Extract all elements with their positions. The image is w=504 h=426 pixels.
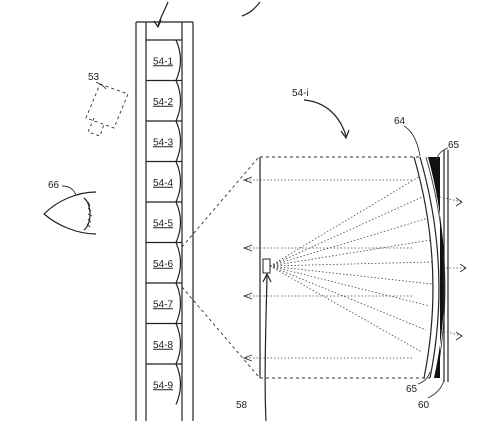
eye-lower-lid [43, 213, 97, 235]
label-54i: 54-i [292, 88, 309, 99]
leader-58 [264, 275, 268, 422]
eye-upper-lid [43, 191, 97, 215]
dark-layer-65 [428, 157, 445, 378]
ray [269, 265, 432, 285]
label-60: 60 [418, 400, 430, 411]
cell-lens-edge [175, 282, 182, 324]
output-arrowhead-left [242, 176, 253, 184]
ray [269, 265, 427, 331]
enlarged-cell-view: 54-i 64 65 65 60 58 [236, 88, 467, 422]
label-66: 66 [48, 180, 60, 191]
lens-64-curve-a [413, 156, 434, 379]
cell-label: 54-5 [153, 218, 173, 229]
ray [269, 261, 432, 267]
cell-lens-edge [175, 120, 182, 162]
label-64: 64 [394, 116, 406, 127]
leader-65-top [435, 147, 449, 161]
stack-cells: 54-1 54-2 54-3 54-4 54-5 54-6 54-7 54-8 54-9 [146, 39, 182, 405]
label-65-top: 65 [448, 140, 460, 151]
cell-lens-edge [175, 80, 182, 122]
output-ray-right [435, 195, 463, 203]
component-53-tab [87, 117, 105, 137]
ray [269, 175, 421, 267]
cell-lens-edge [175, 161, 182, 203]
cell-label: 54-1 [153, 56, 173, 67]
leader-66 [61, 185, 77, 196]
ray [269, 265, 422, 353]
ray [269, 195, 425, 267]
lens-64-curve-b [419, 156, 440, 379]
output-arrowhead-left [242, 354, 253, 362]
ray [269, 217, 429, 267]
label-65-bottom: 65 [406, 384, 418, 395]
component-53-outline [85, 83, 129, 129]
cell-label: 54-9 [153, 380, 173, 391]
label-58: 58 [236, 400, 248, 411]
cell-label: 54-7 [153, 299, 173, 310]
eye-iris [83, 197, 91, 231]
leader-top-left [157, 1, 169, 27]
cell-label: 54-4 [153, 178, 173, 189]
arrowhead-top-left [153, 19, 162, 29]
component-53: 53 [85, 72, 129, 137]
output-arrowhead-left [242, 244, 253, 252]
output-arrowhead-right [459, 263, 467, 273]
ray [269, 265, 430, 307]
projection-line-bottom [181, 286, 259, 377]
leader-top-right [241, 1, 261, 17]
cell-label: 54-3 [153, 137, 173, 148]
leader-54i [303, 99, 347, 137]
output-arrows [242, 176, 467, 362]
cell-lens-edge [175, 39, 182, 81]
leader-64 [403, 125, 421, 157]
output-arrowhead-left [242, 292, 253, 300]
cell-label: 54-6 [153, 259, 173, 270]
output-arrowhead-right [455, 197, 463, 207]
label-53: 53 [88, 72, 100, 83]
eye-66: 66 [43, 180, 97, 235]
cell-label: 54-8 [153, 340, 173, 351]
output-ray-right [439, 329, 463, 337]
eye-iris-inner [86, 201, 93, 228]
arrowhead-54i [340, 129, 350, 140]
ray [269, 239, 431, 267]
output-arrowhead-right [455, 331, 463, 341]
cell-lens-edge [175, 242, 182, 284]
cell-lens-edge [175, 201, 182, 243]
cell-label: 54-2 [153, 97, 173, 108]
leader-53 [95, 81, 107, 90]
leader-65-bottom [417, 371, 431, 385]
projection-line-top [181, 157, 259, 248]
cell-lens-edge [175, 363, 182, 405]
cell-lens-edge [175, 323, 182, 365]
arrowhead-58 [262, 272, 272, 283]
light-source-58 [262, 258, 271, 274]
leader-60 [427, 379, 445, 399]
light-rays [269, 175, 432, 353]
